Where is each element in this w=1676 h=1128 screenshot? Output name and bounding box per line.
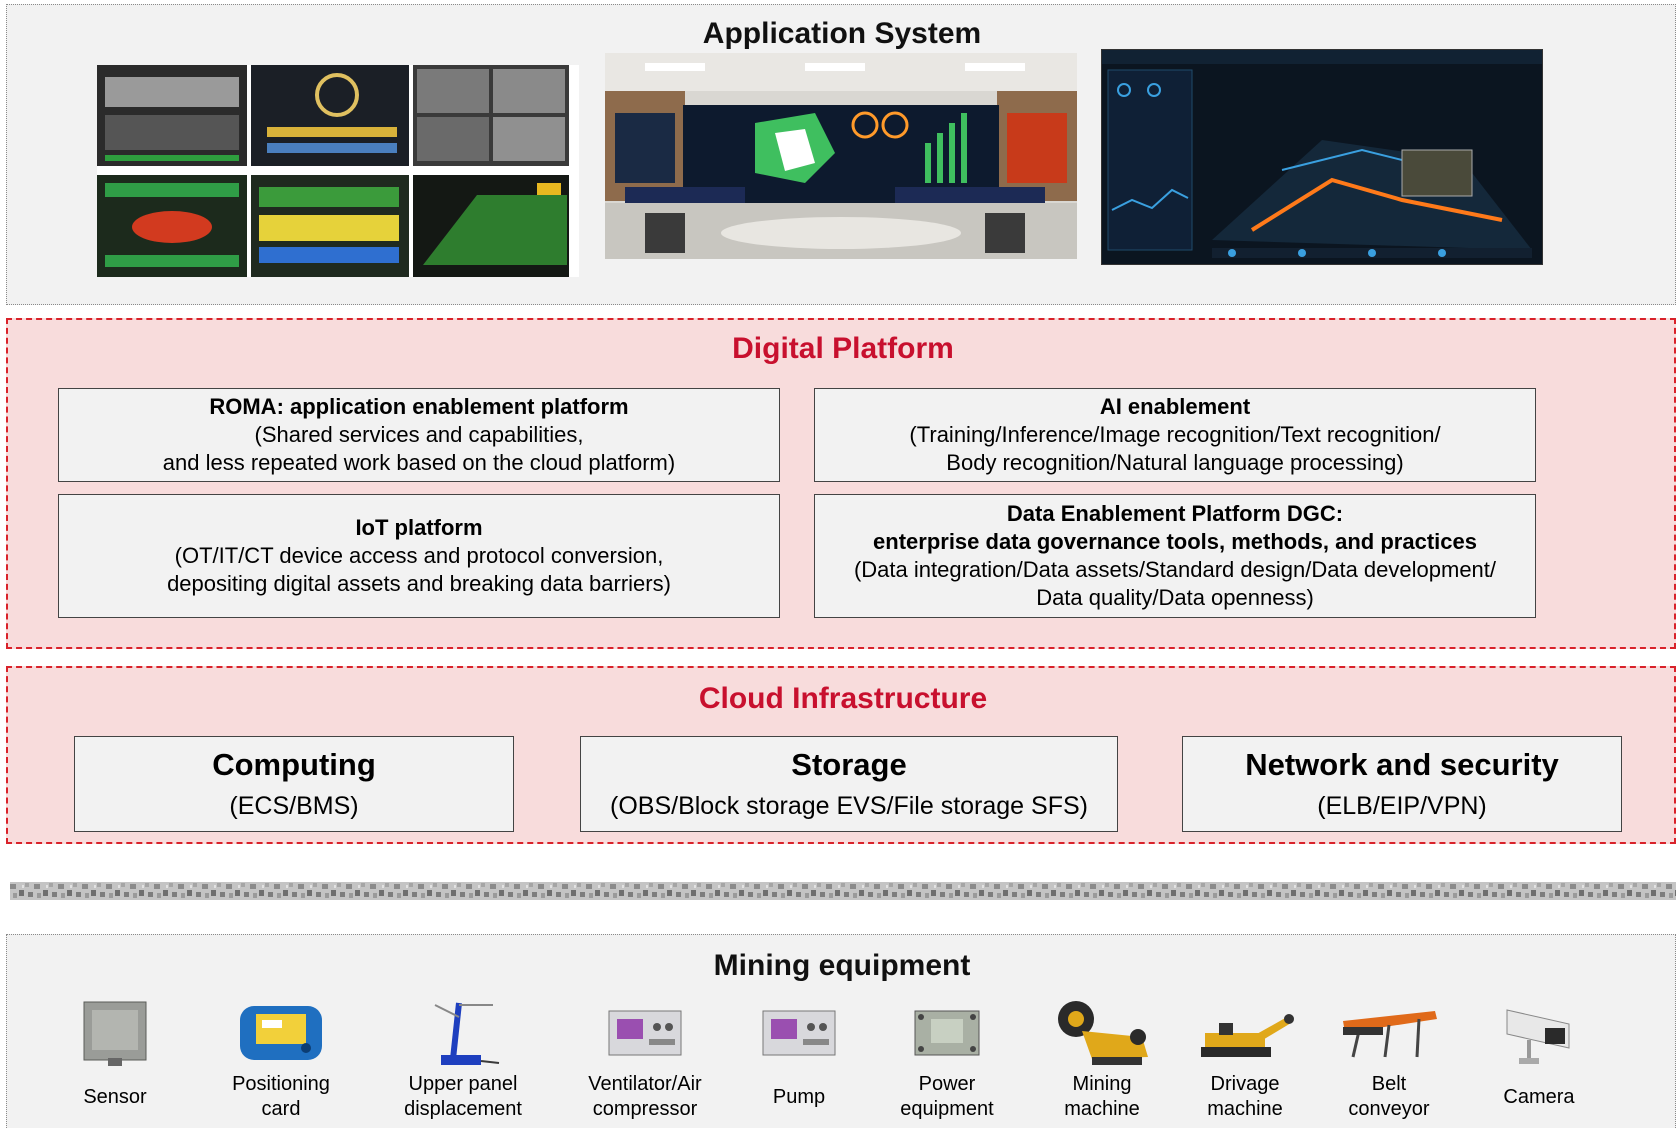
- mining-machine-icon: [1022, 997, 1182, 1069]
- network-security-heading: Network and security: [1245, 747, 1559, 782]
- equipment-label-ventilator-1: Ventilator/Air: [588, 1073, 702, 1095]
- control-room-videowall-icon: [605, 53, 1077, 259]
- dgc-platform-heading-1: Data Enablement Platform DGC:: [1006, 501, 1344, 526]
- network-security-desc: (ELB/EIP/VPN): [1317, 792, 1487, 820]
- equipment-label-sensor: Sensor: [83, 1085, 147, 1108]
- equipment-label-power-1: Power: [918, 1073, 976, 1095]
- equipment-label-camera: Camera: [1503, 1085, 1575, 1108]
- equipment-label-mining-machine-1: Mining: [1072, 1073, 1132, 1095]
- equipment-belt-conveyor: Belt conveyor: [1309, 997, 1469, 1125]
- application-system-layer: Application System: [6, 4, 1676, 305]
- ventilator-icon: [565, 997, 725, 1069]
- equipment-label-drivage-machine-2: machine: [1207, 1098, 1283, 1120]
- ai-enablement-desc-1: (Training/Inference/Image recognition/Te…: [909, 422, 1441, 447]
- iot-platform-desc-2: depositing digital assets and breaking d…: [167, 571, 671, 596]
- dgc-platform-desc-1: (Data integration/Data assets/Standard d…: [853, 557, 1497, 582]
- equipment-label-power-2: equipment: [900, 1098, 994, 1120]
- roma-platform-box: ROMA: application enablement platform (S…: [58, 388, 780, 482]
- dgc-platform-box: Data Enablement Platform DGC: enterprise…: [814, 494, 1536, 618]
- ai-enablement-desc-2: Body recognition/Natural language proces…: [946, 450, 1404, 475]
- computing-desc: (ECS/BMS): [229, 792, 359, 820]
- mine-surveillance-grid-icon: [97, 65, 579, 277]
- equipment-sensor: Sensor: [35, 997, 195, 1125]
- computing-box: Computing (ECS/BMS): [74, 736, 514, 832]
- network-texture-band: [10, 882, 1676, 900]
- equipment-drivage-machine: Drivage machine: [1165, 997, 1325, 1125]
- equipment-camera: Camera: [1459, 997, 1619, 1125]
- belt-conveyor-icon: [1309, 997, 1469, 1069]
- iot-platform-heading: IoT platform: [355, 515, 483, 540]
- equipment-label-belt-conveyor-1: Belt: [1371, 1073, 1407, 1095]
- equipment-ventilator: Ventilator/Air compressor: [565, 997, 725, 1125]
- power-equipment-icon: [867, 997, 1027, 1069]
- cloud-infrastructure-title: Cloud Infrastructure: [698, 682, 988, 715]
- camera-icon: [1459, 997, 1619, 1069]
- equipment-pump: Pump: [719, 997, 879, 1125]
- network-security-box: Network and security (ELB/EIP/VPN): [1182, 736, 1622, 832]
- mining-equipment-title: Mining equipment: [713, 949, 971, 982]
- positioning-card-icon: [201, 997, 361, 1069]
- equipment-label-drivage-machine-1: Drivage: [1210, 1073, 1280, 1095]
- roma-platform-desc-1: (Shared services and capabilities,: [254, 422, 584, 447]
- equipment-label-ventilator-2: compressor: [592, 1098, 698, 1120]
- equipment-mining-machine: Mining machine: [1022, 997, 1182, 1125]
- equipment-label-displacement-2: displacement: [404, 1098, 522, 1120]
- iot-platform-desc-1: (OT/IT/CT device access and protocol con…: [174, 543, 664, 568]
- computing-heading: Computing: [212, 747, 376, 782]
- ai-enablement-box: AI enablement (Training/Inference/Image …: [814, 388, 1536, 482]
- roma-platform-desc-2: and less repeated work based on the clou…: [162, 450, 676, 475]
- dgc-platform-heading-2: enterprise data governance tools, method…: [873, 529, 1477, 554]
- sensor-icon: [35, 997, 195, 1069]
- 3d-mine-dashboard-icon: [1101, 49, 1543, 265]
- digital-platform-title: Digital Platform: [732, 332, 954, 365]
- equipment-positioning-card: Positioning card: [201, 997, 361, 1125]
- drivage-machine-icon: [1165, 997, 1325, 1069]
- equipment-label-displacement-1: Upper panel: [408, 1073, 518, 1095]
- pump-icon: [719, 997, 879, 1069]
- equipment-label-positioning-card-2: card: [261, 1098, 301, 1120]
- storage-desc: (OBS/Block storage EVS/File storage SFS): [610, 792, 1088, 820]
- roma-platform-heading: ROMA: application enablement platform: [209, 394, 629, 419]
- storage-box: Storage (OBS/Block storage EVS/File stor…: [580, 736, 1118, 832]
- equipment-label-mining-machine-2: machine: [1064, 1098, 1140, 1120]
- equipment-label-pump: Pump: [772, 1085, 826, 1108]
- dgc-platform-desc-2: Data quality/Data openness): [1036, 585, 1314, 610]
- ai-enablement-heading: AI enablement: [1099, 394, 1251, 419]
- cloud-infrastructure-layer: Cloud Infrastructure Computing (ECS/BMS)…: [6, 666, 1676, 844]
- iot-platform-box: IoT platform (OT/IT/CT device access and…: [58, 494, 780, 618]
- application-system-title: Application System: [702, 17, 982, 50]
- equipment-label-positioning-card-1: Positioning: [232, 1073, 330, 1095]
- displacement-meter-icon: [383, 997, 543, 1069]
- digital-platform-layer: Digital Platform ROMA: application enabl…: [6, 318, 1676, 649]
- equipment-power: Power equipment: [867, 997, 1027, 1125]
- equipment-label-belt-conveyor-2: conveyor: [1348, 1098, 1430, 1120]
- equipment-upper-panel-displacement: Upper panel displacement: [383, 997, 543, 1125]
- storage-heading: Storage: [791, 747, 907, 782]
- mining-equipment-layer: Mining equipment Sensor Positioning card: [6, 934, 1676, 1128]
